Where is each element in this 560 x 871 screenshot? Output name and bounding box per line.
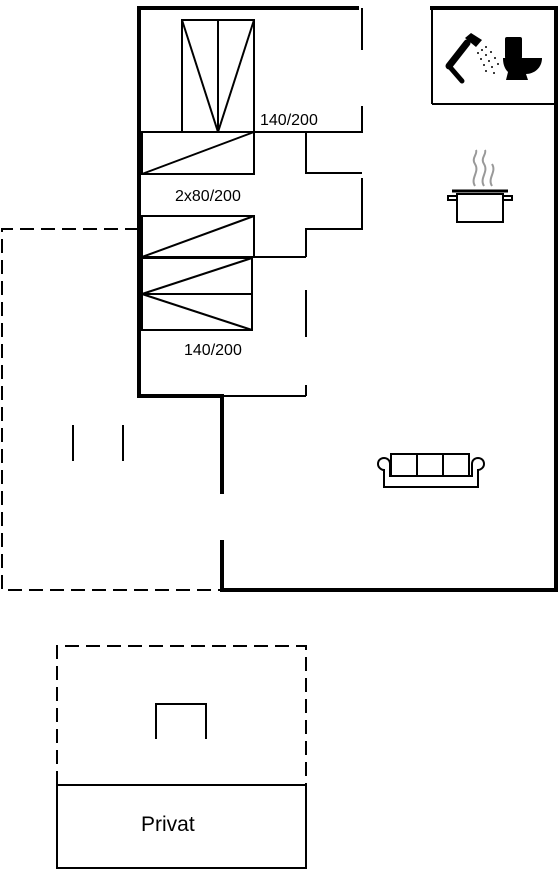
annex-walls — [56, 784, 307, 869]
terrace-railing — [72, 425, 124, 461]
toilet-icon — [503, 37, 542, 80]
bed-label-middle: 2x80/200 — [175, 188, 241, 205]
sofa-icon — [376, 453, 486, 488]
annex-label: Privat — [141, 813, 195, 836]
bed-single-b — [141, 215, 255, 258]
bathroom-walls — [431, 8, 556, 105]
terrace-outline — [1, 228, 222, 591]
exterior-walls — [137, 6, 558, 592]
bed-double-top — [181, 19, 255, 133]
bed-double-bottom — [141, 257, 253, 331]
cooking-pot-icon — [447, 149, 513, 223]
bed-label-top: 140/200 — [260, 112, 318, 129]
bed-single-a — [141, 131, 255, 175]
annex-fixture — [155, 703, 207, 739]
annex-dashed-outline — [56, 645, 307, 785]
shower-icon — [445, 33, 499, 84]
bed-label-bottom: 140/200 — [184, 342, 242, 359]
